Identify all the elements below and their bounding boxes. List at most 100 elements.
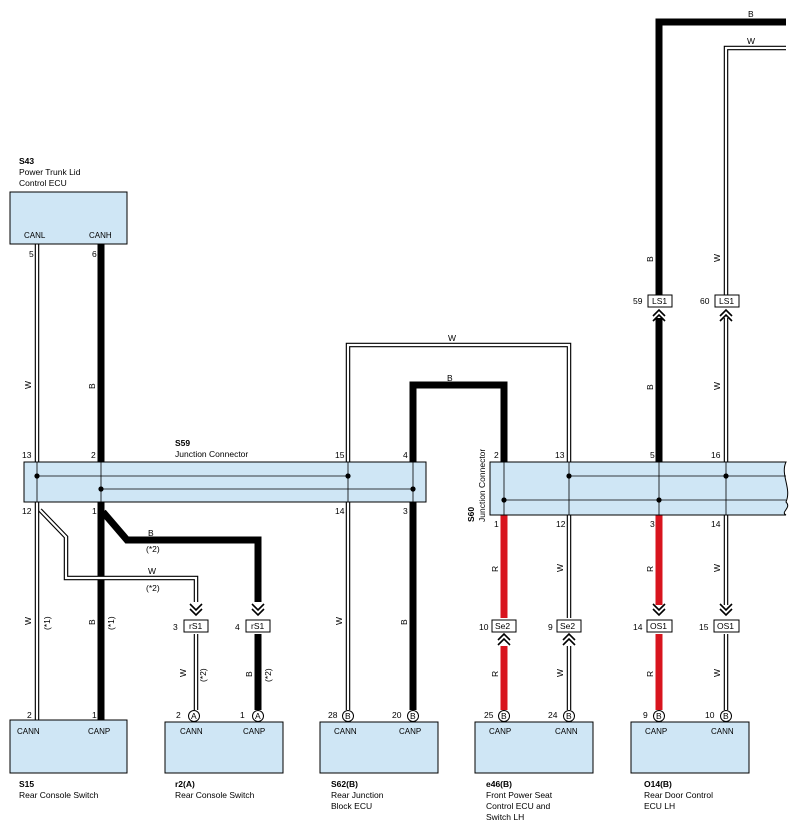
wire-label-w: W [747, 36, 755, 46]
junction-connector-s59: S59 Junction Connector 13 2 15 4 12 1 14… [22, 438, 427, 516]
chevron-up-icon [719, 308, 733, 322]
s62-name-line1: Rear Junction [331, 790, 384, 800]
e46-code: e46(B) [486, 779, 512, 789]
svg-text:14: 14 [633, 622, 643, 632]
s43-pin-canh: 6 [92, 249, 97, 259]
wire-label-w: W [555, 669, 565, 677]
component-s62: 28 B 20 B CANN CANP S62(B) Rear Junction… [319, 710, 439, 811]
svg-text:CANP: CANP [399, 727, 421, 736]
wire-label-b: B [87, 383, 97, 389]
svg-text:Se2: Se2 [560, 621, 575, 631]
svg-text:B: B [345, 711, 351, 721]
s60-pin: 14 [711, 519, 721, 529]
s43-name-line2: Control ECU [19, 178, 67, 188]
svg-text:B: B [410, 711, 416, 721]
svg-text:CANN: CANN [17, 727, 40, 736]
connector-se2-9: 9 Se2 [548, 619, 582, 646]
wire-label-r: R [490, 566, 500, 572]
svg-text:CANN: CANN [555, 727, 578, 736]
wire-label-w: W [178, 669, 188, 677]
wire-label-b: B [645, 256, 655, 262]
svg-text:1: 1 [92, 710, 97, 720]
svg-text:28: 28 [328, 710, 338, 720]
connector-rs1-4: 4 rS1 [235, 603, 271, 633]
component-s43: S43 Power Trunk Lid Control ECU CANL CAN… [9, 156, 128, 259]
s59-pin: 3 [403, 506, 408, 516]
component-o14: 9 B 10 B CANP CANN O14(B) Rear Door Cont… [630, 710, 750, 811]
component-s15: 2 1 CANN CANP S15 Rear Console Switch [9, 710, 128, 800]
connector-os1-14: 14 OS1 [633, 603, 673, 633]
wire-label-b: B [645, 384, 655, 390]
chevron-up-icon [652, 308, 666, 322]
wire-label-b: B [399, 619, 409, 625]
svg-text:3: 3 [173, 622, 178, 632]
s43-pin-canl: 5 [29, 249, 34, 259]
svg-text:OS1: OS1 [717, 621, 734, 631]
component-r2: 2 A 1 A CANN CANP r2(A) Rear Console Swi… [164, 710, 284, 800]
s59-name: Junction Connector [175, 449, 248, 459]
svg-text:2: 2 [176, 710, 181, 720]
s62-code: S62(B) [331, 779, 358, 789]
connector-se2-10: 10 Se2 [479, 619, 517, 646]
wire-label-w: W [712, 254, 722, 262]
svg-text:CANN: CANN [180, 727, 203, 736]
s62-name-line2: Block ECU [331, 801, 372, 811]
svg-text:CANP: CANP [88, 727, 110, 736]
s15-box [9, 719, 128, 774]
svg-text:9: 9 [643, 710, 648, 720]
wire-label-b: B [87, 619, 97, 625]
chevron-up-icon [562, 632, 576, 646]
chevron-down-icon [652, 603, 666, 617]
svg-text:10: 10 [705, 710, 715, 720]
s43-canh-label: CANH [89, 231, 112, 240]
wire-label-w: W [712, 564, 722, 572]
wire-label-w: W [23, 617, 33, 625]
wire-label-w: W [448, 333, 456, 343]
svg-text:Se2: Se2 [495, 621, 510, 631]
svg-text:CANP: CANP [645, 727, 667, 736]
svg-text:B: B [566, 711, 572, 721]
s60-pin: 12 [556, 519, 566, 529]
s60-name: Junction Connector [477, 449, 487, 522]
wire-label-w: W [712, 669, 722, 677]
s15-code: S15 [19, 779, 34, 789]
connector-rs1-3: 3 rS1 [173, 603, 209, 633]
chevron-down-icon [719, 603, 733, 617]
component-e46: 25 B 24 B CANP CANN e46(B) Front Power S… [474, 710, 594, 822]
r2-name: Rear Console Switch [175, 790, 255, 800]
wire-label-b: B [244, 671, 254, 677]
wire-label-w: W [712, 382, 722, 390]
e46-name-line1: Front Power Seat [486, 790, 553, 800]
svg-text:LS1: LS1 [719, 296, 734, 306]
wire-b-s59-s60 [409, 381, 508, 462]
o14-code: O14(B) [644, 779, 672, 789]
o14-box [630, 721, 750, 774]
wire-w-s59-s60 [345, 342, 572, 462]
svg-text:2: 2 [27, 710, 32, 720]
wire-b-top-feed [655, 18, 786, 295]
wire-label-b: B [748, 9, 754, 19]
chevron-up-icon [497, 632, 511, 646]
s59-box [23, 461, 427, 503]
e46-name-line2: Control ECU and [486, 801, 551, 811]
s60-pin: 3 [650, 519, 655, 529]
wire-label-b: B [447, 373, 453, 383]
svg-text:B: B [723, 711, 729, 721]
chevron-down-icon [189, 603, 203, 617]
svg-text:1: 1 [240, 710, 245, 720]
s43-name-line1: Power Trunk Lid [19, 167, 81, 177]
svg-text:20: 20 [392, 710, 402, 720]
s59-pin: 1 [92, 506, 97, 516]
svg-text:25: 25 [484, 710, 494, 720]
s60-box [489, 461, 789, 516]
wire-label-r: R [645, 566, 655, 572]
svg-text:24: 24 [548, 710, 558, 720]
r2-box [164, 721, 284, 774]
r2-code: r2(A) [175, 779, 195, 789]
wire-label-r: R [645, 671, 655, 677]
svg-text:15: 15 [699, 622, 709, 632]
s59-pin: 13 [22, 450, 32, 460]
svg-text:OS1: OS1 [650, 621, 667, 631]
e46-name-line3: Switch LH [486, 812, 524, 822]
